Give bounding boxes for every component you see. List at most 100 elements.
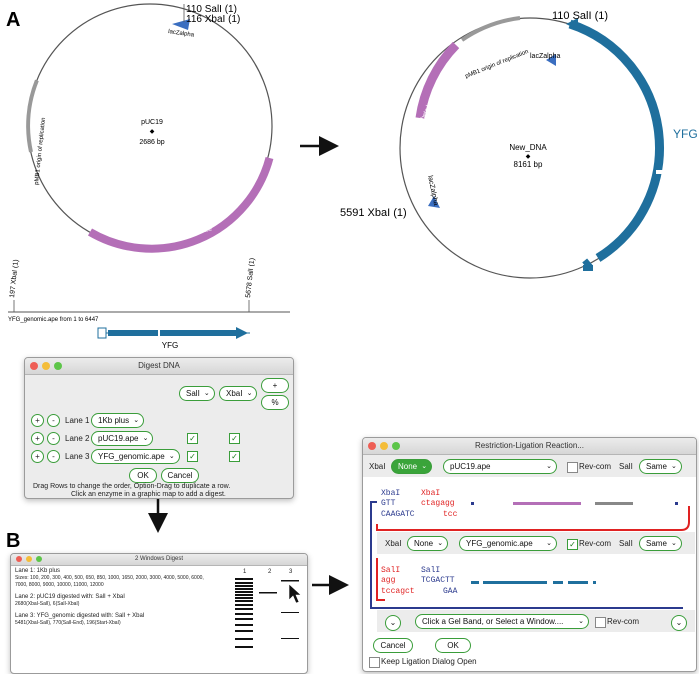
minimize-icon[interactable] [26,556,32,562]
row1-revcom-label: Rev-com [579,462,612,471]
remove-row-icon[interactable]: - [47,414,60,427]
percent-button[interactable]: % [261,395,289,410]
add-row-icon[interactable]: + [31,414,44,427]
seq1-bot-a: CAAGATC [381,510,415,519]
yfg-feature-bar [108,330,236,336]
puc19-name: pUC19 [141,119,163,126]
gel-lane3-title: Lane 3: YFG_genomic digested with: SalI … [15,613,145,619]
lane3-enzyme1-checkbox[interactable]: ✓ [187,451,198,462]
gel-lane2-title: Lane 2: pUC19 digested with: SalI + XbaI [15,594,125,600]
minimize-icon[interactable] [380,442,388,450]
keep-open-checkbox[interactable] [369,657,380,668]
linear-yfg-label: YFG [162,341,178,350]
row3-gel-band-select[interactable]: Click a Gel Band, or Select a Window....… [415,614,589,629]
seq2-bot-b: GAA [443,587,458,596]
digest-ok-button[interactable]: OK [129,468,157,483]
lane1-select[interactable]: 1Kb plus⌄ [91,413,145,428]
new-ori-label: pMB1 origin of replication [465,49,530,80]
new-site-xbai: 5591 XbaI (1) [340,207,407,219]
new-ori-arc [460,16,521,42]
row2-revcom-checkbox[interactable]: ✓ [567,539,578,550]
gel-lane-num-2: 2 [268,569,272,575]
ligation-title: Restriction-Ligation Reaction... [475,441,584,450]
row1-enzyme-a: XbaI [369,462,386,471]
enzyme2-select[interactable]: XbaI⌄ [219,386,258,401]
new-yfg-label: YFG [673,127,698,141]
gel-lane3-frag: 5481(XbaI-SalI), 770(SalI-End), 196(Star… [15,620,121,626]
ligation-cancel-button[interactable]: Cancel [373,638,413,653]
row2-end-b-select[interactable]: Same⌄ [639,536,682,551]
row2-enzyme-b: SalI [619,539,633,548]
digest-window: Digest DNA SalI⌄ XbaI⌄ + % + - Lane 1 1K… [24,357,294,499]
close-icon[interactable] [30,362,38,370]
seq2-site1: SalI [381,566,401,575]
gel-lane1-title: Lane 1: 1Kb plus [15,568,61,574]
chevron-down-icon: ⌄ [671,540,677,547]
digest-help-2: Click an enzyme in a graphic map to add … [71,491,226,498]
zoom-icon[interactable] [36,556,42,562]
row1-enzyme-b: SalI [619,462,633,471]
svg-text:◆: ◆ [150,129,155,135]
row3-right-chevron-icon[interactable]: ⌄ [671,615,687,631]
lane2-enzyme1-checkbox[interactable]: ✓ [187,433,198,444]
row3-left-chevron-icon[interactable]: ⌄ [385,615,401,631]
row2-enzyme-a: XbaI [385,539,402,548]
gel-image[interactable] [11,554,307,673]
chevron-down-icon: ⌄ [578,618,584,625]
gel-lane1-sizes-a: Sizes: 100, 200, 300, 400, 500, 650, 850… [15,575,204,581]
lacz-arrow-icon [172,19,190,30]
chevron-down-icon: ⌄ [168,453,175,460]
seq1-top-a: GTT [381,499,396,508]
ligation-ok-button[interactable]: OK [435,638,471,653]
add-row-icon[interactable]: + [31,450,44,463]
seq1-top-b: ctagagg [421,499,455,508]
chevron-down-icon: ⌄ [133,417,140,424]
seq2-site2: SalI [421,566,441,575]
row1-file-select[interactable]: pUC19.ape⌄ [443,459,557,474]
puc19-map: 110 SalI (1) 116 XbaI (1) lacZalpha pMB1… [26,3,274,253]
linear-site-xbai: 197 XbaI (1) [9,259,20,298]
add-row-icon[interactable]: + [31,432,44,445]
lane3-select[interactable]: YFG_genomic.ape⌄ [91,449,180,464]
gel-lane2-frag: 2680(XbaI-SalI), 6(SalI-XbaI) [15,601,80,607]
remove-row-icon[interactable]: - [47,432,60,445]
lane1-label: Lane 1 [65,416,90,425]
lane3-enzyme2-checkbox[interactable]: ✓ [229,451,240,462]
lane2-enzyme2-checkbox[interactable]: ✓ [229,433,240,444]
zoom-icon[interactable] [54,362,62,370]
row2-file-select[interactable]: YFG_genomic.ape⌄ [459,536,557,551]
linear-caption: YFG_genomic.ape from 1 to 6447 [8,317,99,323]
row1-revcom-checkbox[interactable] [567,462,578,473]
linear-site-sali: 5678 SalI (1) [245,258,256,299]
new-bla-arc [415,41,460,119]
chevron-down-icon: ⌄ [203,390,210,397]
close-icon[interactable] [16,556,22,562]
enzyme1-select[interactable]: SalI⌄ [179,386,215,401]
chevron-down-icon: ⌄ [546,463,552,470]
panel-b-letter: B [6,530,20,552]
zoom-icon[interactable] [392,442,400,450]
lane2-select[interactable]: pUC19.ape⌄ [91,431,154,446]
new-lacz-left-label: lacZalpha [426,175,439,206]
lane3-label: Lane 3 [65,452,90,461]
digest-title: Digest DNA [138,361,180,370]
gel-lane1-sizes-b: 7000, 8000, 9000, 10000, 11000, 12000 [15,582,104,588]
remove-row-icon[interactable]: - [47,450,60,463]
seq2-top-b: TCGACTT [421,576,455,585]
add-enzyme-button[interactable]: + [261,378,289,393]
panel-a-letter: A [6,9,20,31]
keep-open-label: Keep Ligation Dialog Open [381,657,477,666]
row3-revcom-checkbox[interactable] [595,617,606,628]
row1-end-a-select[interactable]: None⌄ [391,459,433,474]
seq1-site1: XbaI [381,489,401,498]
close-icon[interactable] [368,442,376,450]
row1-end-b-select[interactable]: Same⌄ [639,459,682,474]
minimize-icon[interactable] [42,362,50,370]
new-lacz-top-label: lacZalpha [530,53,560,60]
digest-help-1: Drag Rows to change the order, Option-Dr… [33,483,231,490]
row2-end-a-select[interactable]: None⌄ [407,536,449,551]
chevron-down-icon: ⌄ [421,463,428,470]
digest-cancel-button[interactable]: Cancel [161,468,199,483]
puc19-lacz-label: lacZalpha [168,29,195,39]
puc19-site-sali: 110 SalI (1) [186,4,237,15]
